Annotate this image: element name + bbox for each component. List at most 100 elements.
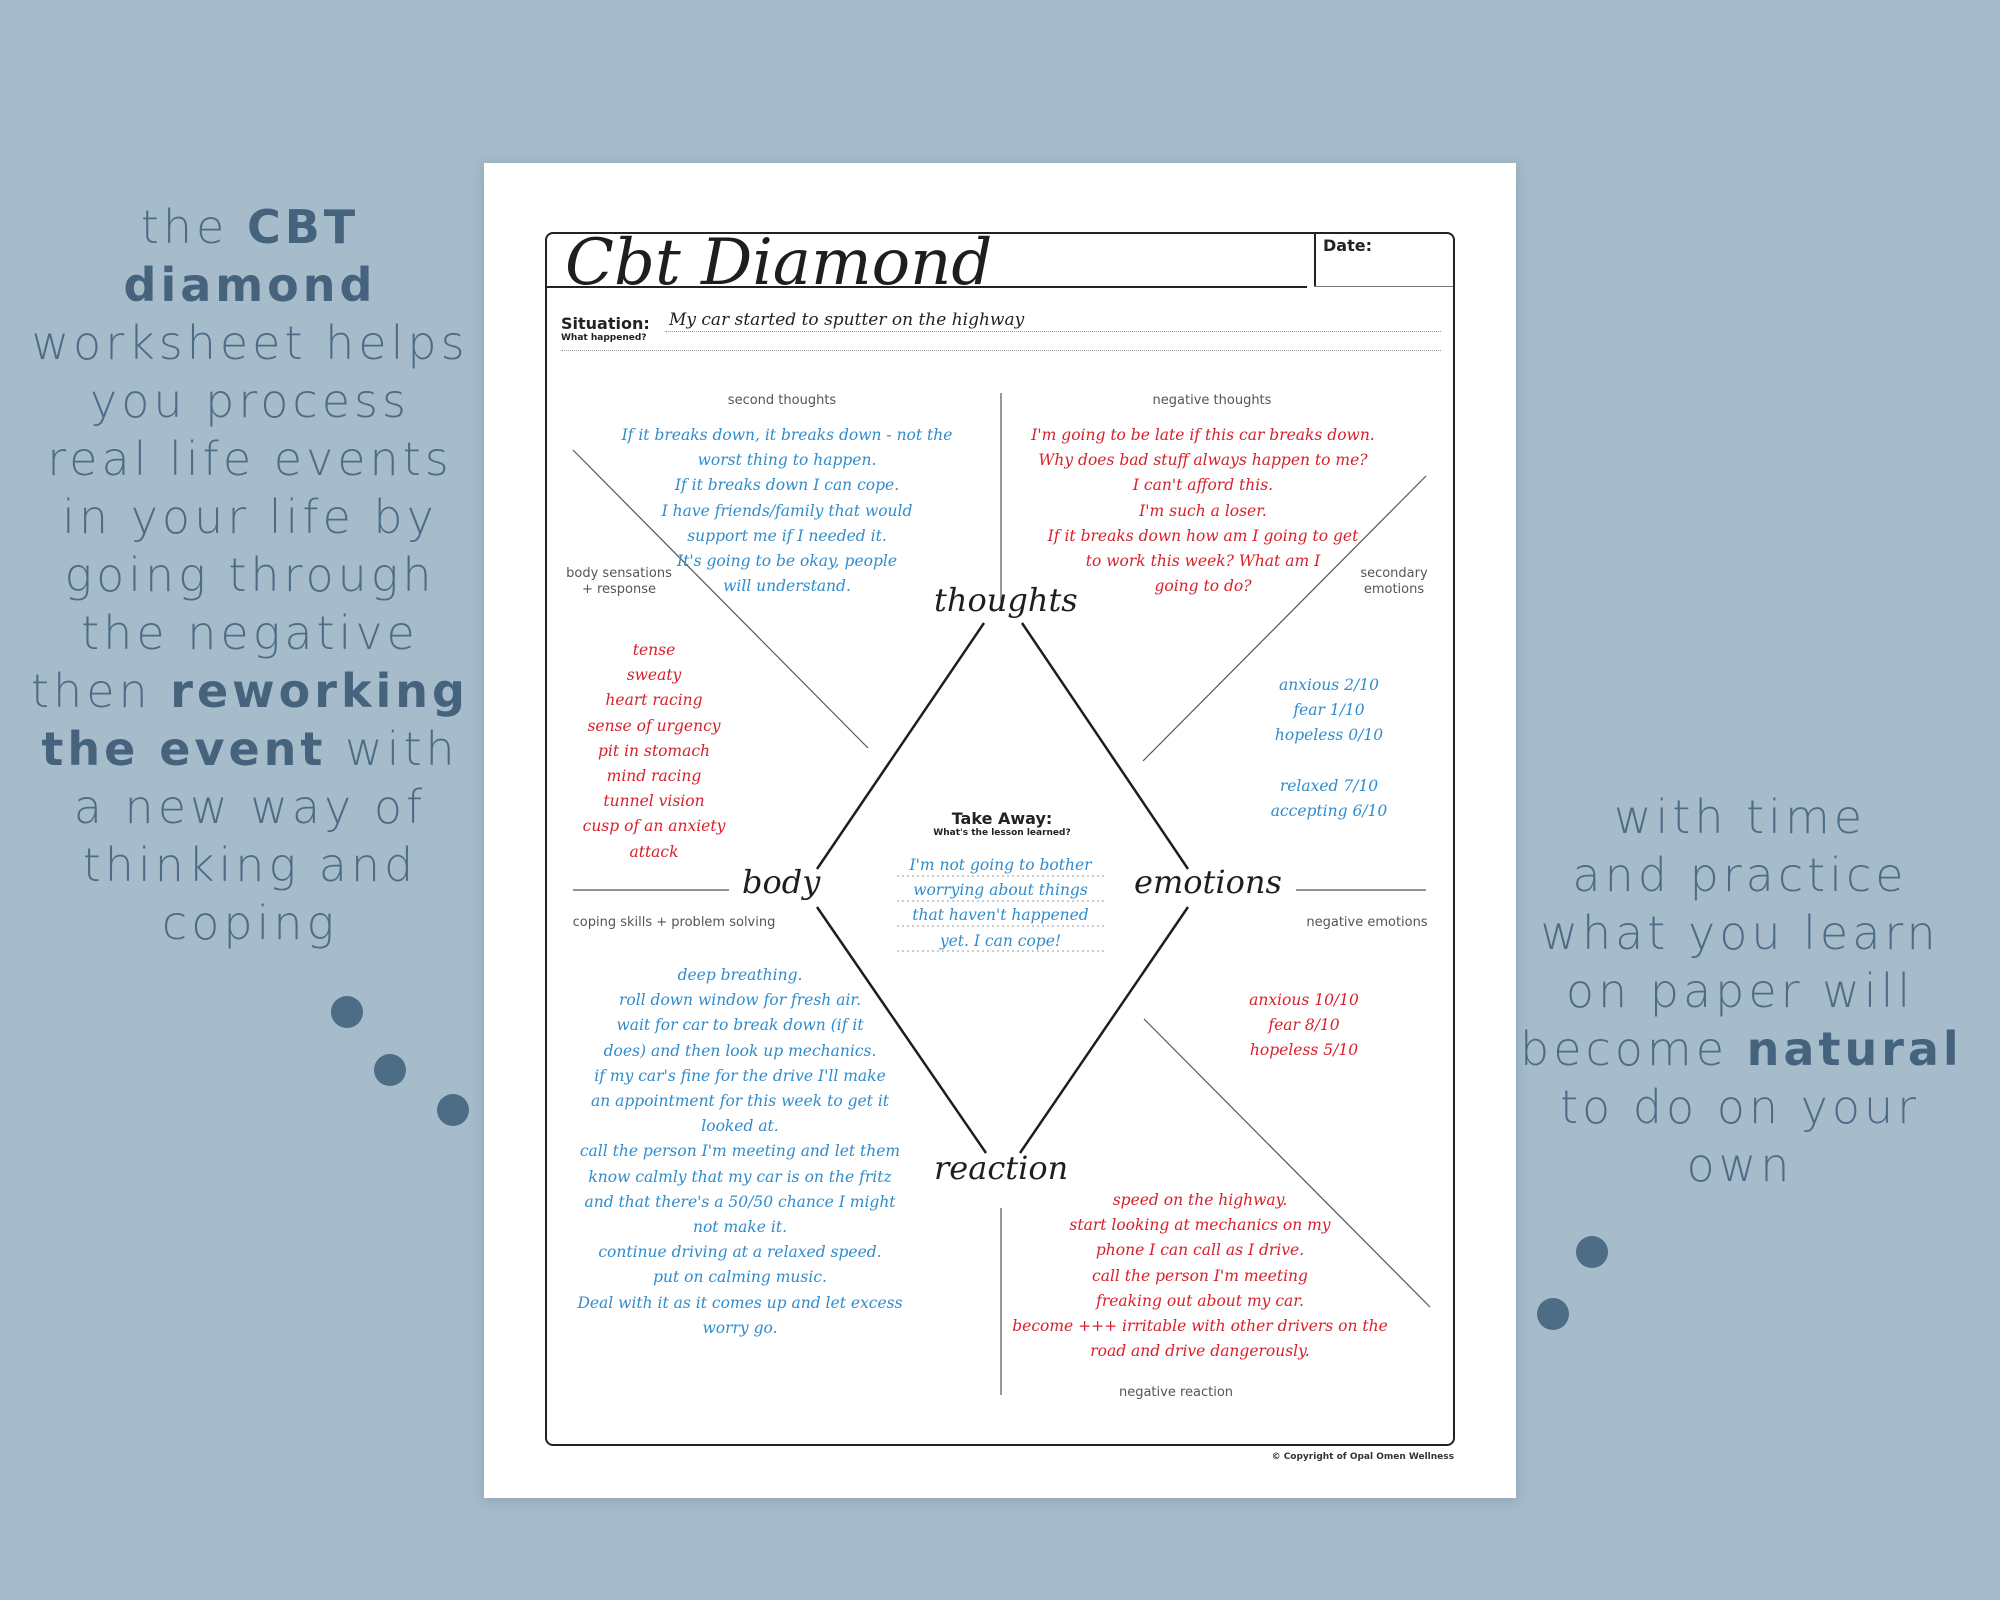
takeaway-list: I'm not going to bother worrying about th… [897, 853, 1104, 954]
decorative-dot [374, 1054, 406, 1086]
list-item: Why does bad stuff always happen to me? [1038, 451, 1368, 470]
negative-reaction-list: speed on the highway.start looking at me… [1000, 1188, 1400, 1364]
promo-line: become natural [1520, 1020, 1960, 1078]
date-divider [1314, 234, 1316, 286]
list-item: worst thing to happen. [697, 451, 877, 470]
date-label: Date: [1323, 236, 1372, 255]
decorative-dot [1537, 1298, 1569, 1330]
list-item: become +++ irritable with other drivers … [1012, 1317, 1388, 1336]
promo-line: diamond [20, 256, 480, 314]
promo-emphasis: diamond [123, 258, 377, 312]
label-negative-reaction: negative reaction [1118, 1385, 1234, 1400]
takeaway-subtitle: What's the lesson learned? [933, 828, 1071, 838]
promo-line: own [1520, 1136, 1960, 1194]
date-rule [1314, 286, 1453, 287]
list-item: I'm not going to bother [909, 856, 1092, 874]
list-item: sweaty [626, 666, 682, 685]
promo-text: what you learn [1540, 906, 1940, 960]
list-item: anxious 2/10 [1279, 676, 1379, 694]
promo-text: with [326, 722, 459, 776]
decorative-dot [437, 1094, 469, 1126]
promo-line: in your life by [20, 488, 480, 546]
promo-text: thinking and [82, 838, 418, 892]
negative-thoughts-list: I'm going to be late if this car breaks … [1008, 423, 1398, 599]
diamond-edge [815, 622, 986, 870]
promo-text: real life events [47, 432, 453, 486]
list-item: I'm such a loser. [1139, 501, 1267, 520]
list-item: If it breaks down how am I going to get [1047, 526, 1359, 545]
promo-line: the event with [20, 720, 480, 778]
list-item: anxious 10/10 [1249, 991, 1359, 1009]
promo-text: you process [90, 374, 410, 428]
promo-emphasis: CBT [246, 200, 360, 254]
diamond-edge [1018, 906, 1190, 1154]
promo-text: a new way of [73, 780, 427, 834]
list-item: speed on the highway. [1112, 1191, 1288, 1209]
promo-text: going through [64, 548, 436, 602]
decorative-dot [331, 996, 363, 1028]
list-item: that haven't happened [912, 906, 1089, 925]
label-second-thoughts: second thoughts [727, 393, 837, 408]
promo-line: on paper will [1520, 962, 1960, 1020]
promo-line: you process [20, 372, 480, 430]
list-item: call the person I'm meeting [1092, 1266, 1308, 1285]
list-item: hopeless 0/10 [1274, 726, 1384, 745]
list-item: mind racing [606, 767, 702, 786]
promo-text: worksheet helps [31, 316, 469, 370]
list-item: road and drive dangerously. [1090, 1342, 1310, 1361]
list-item: put on calming music. [653, 1268, 827, 1287]
promo-line: real life events [20, 430, 480, 488]
list-item: attack [629, 842, 679, 861]
list-item: worry go. [702, 1318, 778, 1337]
list-item: an appointment for this week to get it [590, 1092, 890, 1111]
list-item: heart racing [605, 691, 703, 710]
list-item: pit in stomach [597, 741, 711, 760]
list-item: to work this week? What am I [1085, 552, 1321, 571]
worksheet-frame: Cbt Diamond Date: Situation: What happen… [545, 226, 1455, 1446]
list-item: know calmly that my car is on the fritz [588, 1167, 892, 1186]
worksheet-title: Cbt Diamond [565, 226, 993, 300]
divider-line [1142, 475, 1427, 762]
promo-line: then reworking [20, 662, 480, 720]
list-item: worrying about things [913, 881, 1088, 900]
promo-line: going through [20, 546, 480, 604]
list-item: It's going to be okay, people [676, 552, 898, 571]
list-item: wait for car to break down (if it [616, 1016, 864, 1035]
list-item: does) and then look up mechanics. [603, 1041, 877, 1060]
promo-line: the CBT [20, 198, 480, 256]
list-item: hopeless 5/10 [1249, 1041, 1359, 1060]
promo-text: to do on your [1559, 1080, 1921, 1134]
promo-text: the [140, 200, 247, 254]
label-negative-thoughts: negative thoughts [1152, 393, 1272, 408]
list-item: I have friends/family that would [661, 501, 913, 520]
corner-body: body [742, 863, 821, 901]
situation-rule [665, 331, 1441, 332]
situation-rule [561, 350, 1441, 351]
promo-text: on paper will [1565, 964, 1915, 1018]
coping-skills-list: deep breathing.roll down window for fres… [550, 963, 930, 1341]
situation-label: Situation: [561, 314, 650, 333]
situation-value: My car started to sputter on the highway [669, 310, 1025, 330]
label-coping-skills: coping skills + problem solving [572, 915, 776, 930]
list-item: yet. I can cope! [939, 931, 1062, 950]
list-item: deep breathing. [677, 966, 803, 984]
diamond-diagram [572, 393, 1431, 1395]
list-item: sense of urgency [587, 716, 721, 735]
promo-text: the negative [81, 606, 419, 660]
promo-text: coping [161, 896, 339, 950]
promo-text: in your life by [62, 490, 438, 544]
list-item: accepting 6/10 [1270, 802, 1388, 821]
promo-emphasis: the event [41, 722, 327, 776]
list-item: tense [632, 641, 676, 659]
corner-emotions: emotions [1134, 863, 1282, 901]
promo-line: and practice [1520, 846, 1960, 904]
list-item: I can't afford this. [1132, 476, 1274, 495]
list-item: call the person I'm meeting and let them [579, 1142, 901, 1161]
promo-line: thinking and [20, 836, 480, 894]
list-item: will understand. [723, 577, 851, 596]
label-negative-emotions: negative emotions [1306, 915, 1428, 930]
